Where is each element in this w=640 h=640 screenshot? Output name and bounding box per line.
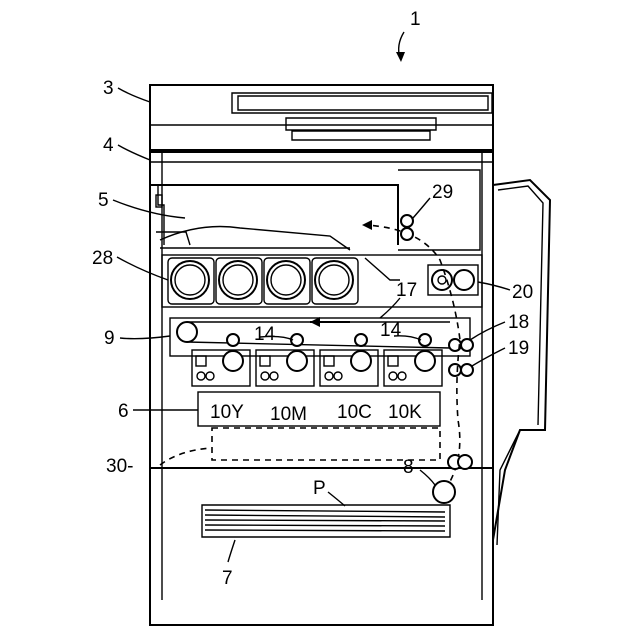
label-10K: 10K <box>388 402 422 423</box>
label-10Y: 10Y <box>210 402 244 423</box>
label-28: 28 <box>92 248 113 269</box>
label-10C: 10C <box>337 402 372 423</box>
manual-feed-tray <box>493 180 550 545</box>
label-1: 1 <box>410 9 421 30</box>
fixing-unit <box>428 265 478 295</box>
label-14-first: 14 <box>254 324 276 345</box>
toner-cartridge <box>312 258 358 304</box>
label-18: 18 <box>508 312 529 333</box>
label-19: 19 <box>508 338 529 359</box>
toner-cartridge <box>216 258 262 304</box>
label-7: 7 <box>222 568 233 589</box>
rollers-18-19 <box>449 339 473 376</box>
label-9: 9 <box>104 328 115 349</box>
label-4: 4 <box>103 135 114 156</box>
label-P: P <box>313 478 326 499</box>
label-8: 8 <box>403 457 414 478</box>
label-30: 30- <box>106 456 133 477</box>
label-29: 29 <box>432 182 453 203</box>
label-20: 20 <box>512 282 533 303</box>
label-3: 3 <box>103 78 114 99</box>
label-6: 6 <box>118 401 129 422</box>
toner-cartridge <box>264 258 310 304</box>
scanner-unit <box>150 85 493 150</box>
main-body <box>150 150 493 625</box>
label-5: 5 <box>98 190 109 211</box>
toner-cartridge <box>168 258 214 304</box>
optional-unit-dashed <box>160 428 440 465</box>
label-14-second: 14 <box>380 320 402 341</box>
output-tray-area <box>150 170 480 250</box>
label-10M: 10M <box>270 404 307 425</box>
label-17: 17 <box>396 280 417 301</box>
paper-path <box>362 215 460 490</box>
